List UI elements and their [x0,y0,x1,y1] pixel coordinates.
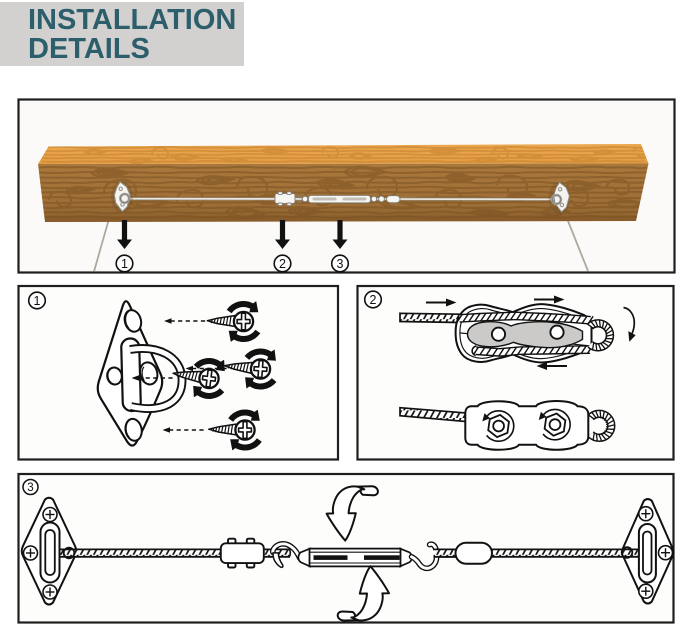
svg-text:2: 2 [279,257,286,271]
svg-text:2: 2 [370,293,377,307]
svg-text:1: 1 [34,294,41,308]
svg-text:3: 3 [337,257,344,271]
svg-text:1: 1 [121,257,128,271]
svg-text:3: 3 [27,482,33,494]
